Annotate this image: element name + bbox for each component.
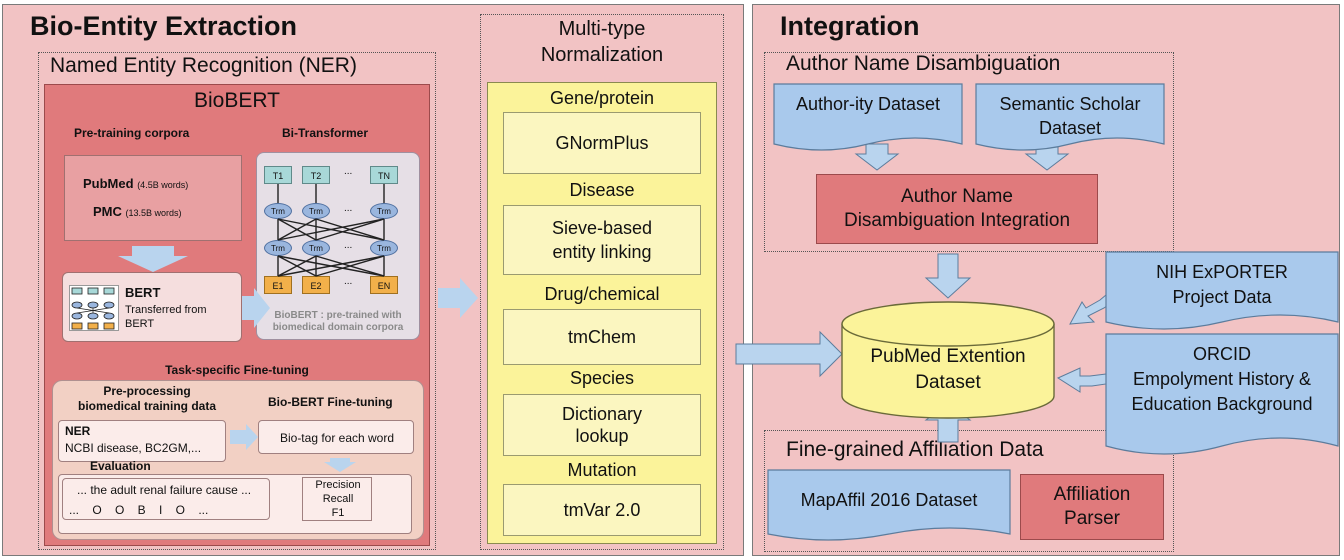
t-node: T1: [264, 166, 292, 184]
tool-sieve: Sieve-based entity linking: [503, 205, 701, 275]
biotag-label: Bio-tag for each word: [279, 431, 395, 445]
metric-f1: F1: [331, 507, 345, 519]
tool-line: Sieve-based: [551, 218, 653, 238]
affiliation-section: [764, 430, 1174, 552]
pubmed-line-2: Dataset: [915, 372, 981, 393]
t-node: T2: [302, 166, 330, 184]
ner-title: Named Entity Recognition (NER): [50, 54, 357, 77]
ellipsis: ...: [344, 276, 353, 287]
bert-desc-1: Transferred from: [125, 304, 207, 316]
tags-text: ... O O B I O ...: [69, 503, 209, 517]
tool-line: GNormPlus: [555, 132, 649, 153]
group-label-gene: Gene/protein: [549, 88, 655, 108]
biobert-title: BioBERT: [194, 89, 280, 112]
extraction-title: Bio-Entity Extraction: [30, 11, 298, 41]
nih-line-1: NIH ExPORTER: [1156, 262, 1288, 282]
ellipsis: ...: [344, 240, 353, 251]
ner-box-title: NER: [65, 424, 91, 438]
finetune-title: Bio-BERT Fine-tuning: [268, 395, 393, 409]
tool-gnormplus: GNormPlus: [503, 112, 701, 174]
trm-node: Trm: [370, 240, 398, 256]
pretraining-corpora-box: PubMed (4.5B words) PMC (13.5B words): [64, 155, 242, 241]
normalization-title-2: Normalization: [540, 44, 664, 66]
semantic-scholar-line-1: Semantic Scholar: [999, 94, 1141, 114]
t-node: TN: [370, 166, 398, 184]
ellipsis: ...: [344, 203, 353, 214]
pubmed-corpus: PubMed (4.5B words): [83, 176, 189, 191]
pmc-corpus: PMC (13.5B words): [93, 204, 182, 219]
tool-line: entity linking: [552, 242, 652, 262]
group-label-species: Species: [569, 368, 635, 388]
orcid-line-2: Empolyment History &: [1132, 369, 1312, 389]
biobert-caption-1: BioBERT : pre-trained with: [274, 310, 402, 321]
normalization-title-1: Multi-type: [558, 18, 646, 40]
pretraining-label: Pre-training corpora: [74, 126, 190, 140]
affiliation-parser-box: Affiliation Parser: [1020, 474, 1164, 540]
orcid-line-1: ORCID: [1193, 344, 1251, 364]
trm-node: Trm: [264, 240, 292, 256]
bert-mini-lines: [71, 287, 115, 330]
biobert-caption-2: biomedical domain corpora: [272, 322, 404, 333]
and-int-line-1: Author Name: [901, 186, 1013, 207]
e-node: E1: [264, 276, 292, 294]
left-arrows: [118, 246, 843, 472]
metric-recall: Recall: [322, 493, 354, 505]
evaluation-label: Evaluation: [90, 459, 151, 473]
bitransformer-label: Bi-Transformer: [282, 126, 369, 140]
document-shapes: [767, 83, 1339, 541]
pubmed-cylinder: [841, 301, 1055, 419]
tool-tmvar: tmVar 2.0: [503, 484, 701, 536]
trm-node: Trm: [302, 240, 330, 256]
e-node: E2: [302, 276, 330, 294]
preproc-label-1: Pre-processing: [103, 384, 191, 398]
sentence-text: ... the adult renal failure cause ...: [77, 483, 252, 497]
authority-dataset: Author-ity Dataset: [795, 94, 941, 114]
mapaffil-dataset: MapAffil 2016 Dataset: [800, 490, 978, 510]
bert-desc-2: BERT: [125, 318, 155, 330]
and-integration-box: Author Name Disambiguation Integration: [816, 174, 1098, 244]
e-node: EN: [370, 276, 398, 294]
preproc-label-2: biomedical training data: [77, 399, 217, 413]
ner-data-box: NER NCBI disease, BC2GM,...: [58, 420, 226, 462]
integration-title: Integration: [780, 11, 920, 41]
parser-line-1: Affiliation: [1053, 484, 1131, 505]
bert-title: BERT: [125, 285, 161, 300]
transformer-connections: [277, 184, 385, 277]
tool-line: Dictionary: [561, 404, 643, 424]
affiliation-title: Fine-grained Affiliation Data: [786, 438, 1044, 461]
orcid-line-3: Education Background: [1131, 394, 1313, 414]
tool-tmchem: tmChem: [503, 309, 701, 365]
semantic-scholar-line-2: Dataset: [1038, 118, 1102, 138]
tool-line: lookup: [575, 426, 629, 446]
group-label-disease: Disease: [569, 180, 635, 200]
ner-section: [38, 52, 436, 550]
trm-node: Trm: [370, 203, 398, 219]
group-label-drug: Drug/chemical: [544, 284, 660, 304]
tool-line: tmVar 2.0: [563, 499, 641, 520]
nih-line-2: Project Data: [1172, 287, 1272, 307]
finetuning-label: Task-specific Fine-tuning: [165, 363, 309, 377]
tool-dictionary: Dictionary lookup: [503, 394, 701, 456]
biotag-box: Bio-tag for each word: [258, 420, 414, 454]
tool-line: tmChem: [567, 326, 636, 347]
ner-box-desc: NCBI disease, BC2GM,...: [65, 441, 202, 455]
trm-node: Trm: [302, 203, 330, 219]
sentence-box: ... the adult renal failure cause ... ..…: [62, 478, 270, 520]
trm-node: Trm: [264, 203, 292, 219]
and-title: Author Name Disambiguation: [786, 52, 1061, 75]
parser-line-2: Parser: [1064, 508, 1120, 529]
pubmed-line-1: PubMed Extention: [870, 346, 1026, 367]
normalization-section: [480, 14, 724, 550]
metrics-box: Precision Recall F1: [302, 477, 372, 521]
metric-precision: Precision: [315, 479, 361, 491]
and-section: [764, 52, 1174, 252]
ellipsis: ...: [344, 166, 353, 177]
group-label-mutation: Mutation: [567, 460, 637, 480]
and-int-line-2: Disambiguation Integration: [843, 210, 1071, 231]
